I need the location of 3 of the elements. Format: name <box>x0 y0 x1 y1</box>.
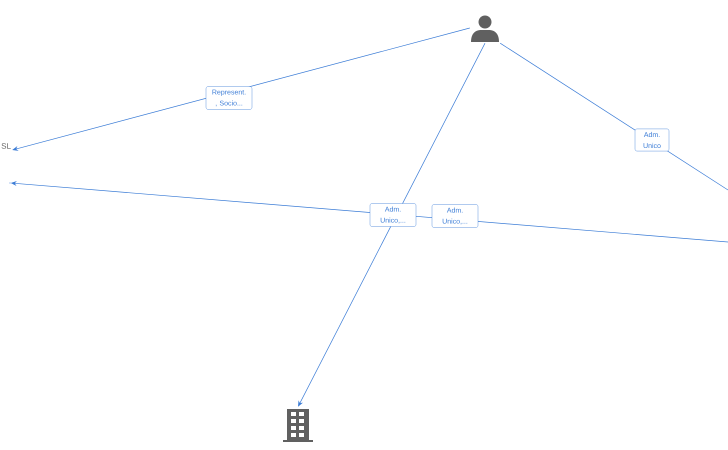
person-icon <box>471 16 499 42</box>
node-label: SL <box>2 143 11 149</box>
building-icon <box>283 409 313 442</box>
